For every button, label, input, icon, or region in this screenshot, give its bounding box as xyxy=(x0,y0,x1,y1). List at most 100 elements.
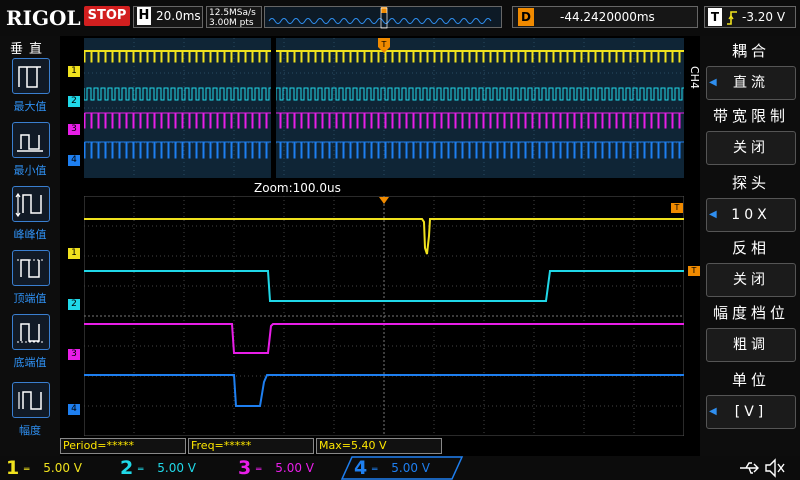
main-waveform-grid xyxy=(83,38,684,178)
menu-coupling-title: 耦合 xyxy=(731,42,770,60)
ch4-number[interactable]: 4 xyxy=(354,457,368,479)
dc-coupling-icon: ═ xyxy=(372,465,378,475)
menu-probe-value: 10X xyxy=(731,207,771,223)
menu-probe-title: 探头 xyxy=(731,174,770,192)
ch3-number[interactable]: 3 xyxy=(238,457,252,479)
overview-window xyxy=(380,7,388,29)
trigger-position-label: D xyxy=(518,8,534,26)
measure-amplitude-button[interactable] xyxy=(12,382,50,418)
ch2-main-marker[interactable]: 2 xyxy=(68,96,80,107)
top-waveform-icon xyxy=(17,259,43,278)
run-stop-button[interactable]: STOP xyxy=(84,6,130,26)
menu-volts-div-value: 粗调 xyxy=(733,337,769,353)
menu-coupling-button[interactable]: ◀ 直流 xyxy=(706,66,796,100)
channel-status-bar xyxy=(0,456,800,480)
memory-overview-bar[interactable] xyxy=(264,6,502,29)
ch2-scale-box[interactable]: ═ 5.00 V xyxy=(138,458,222,478)
base-waveform-icon xyxy=(17,323,43,343)
zoom-trigger-position-marker xyxy=(379,197,389,204)
overview-waveform xyxy=(268,7,492,29)
channel-menu-panel xyxy=(700,36,800,456)
menu-bw-limit-value: 关闭 xyxy=(733,140,769,156)
ch2-number[interactable]: 2 xyxy=(120,457,134,479)
trigger-position-value: -44.2420000ms xyxy=(560,10,655,24)
menu-invert-value: 关闭 xyxy=(733,272,769,288)
ch4-overview-trace xyxy=(83,141,684,159)
ch3-main-marker[interactable]: 3 xyxy=(68,124,80,135)
arrow-left-icon: ◀ xyxy=(709,406,717,417)
ch2-overview-trace xyxy=(83,87,684,101)
menu-unit-value: [V] xyxy=(734,404,768,420)
ch2-zoom-marker[interactable]: 2 xyxy=(68,299,80,310)
min-waveform-icon xyxy=(17,134,43,152)
ch2-scale: 5.00 V xyxy=(157,461,196,475)
measure-max-label: 最大值 xyxy=(13,100,47,113)
ch1-main-marker[interactable]: 1 xyxy=(68,66,80,77)
dc-coupling-icon: ═ xyxy=(24,465,30,475)
period-readout: Period=***** xyxy=(60,438,186,454)
menu-unit-button[interactable]: ◀ [V] xyxy=(706,395,796,429)
trigger-settings-box[interactable] xyxy=(704,6,796,28)
measure-min-button[interactable] xyxy=(12,122,50,158)
ch4-zoom-trace xyxy=(84,374,684,407)
measure-top-label: 顶端值 xyxy=(13,292,47,305)
measure-amplitude-label: 幅度 xyxy=(19,424,41,437)
trigger-level-marker[interactable]: T xyxy=(671,203,683,213)
measure-max-button[interactable] xyxy=(12,58,50,94)
menu-bw-limit-title: 带宽限制 xyxy=(712,107,789,125)
usb-icon xyxy=(740,462,759,474)
speaker-muted-icon[interactable] xyxy=(764,458,786,478)
measure-pk-pk-button[interactable] xyxy=(12,186,50,222)
trigger-level-value: -3.20 V xyxy=(742,10,786,24)
overview-trigger-marker xyxy=(381,7,387,13)
main-trigger-marker: T xyxy=(378,38,390,53)
rising-edge-icon xyxy=(727,11,737,25)
ch4-active-frame xyxy=(340,456,464,480)
ch4-scale-box[interactable]: ═ 5.00 V xyxy=(372,458,456,478)
zoom-waveform-grid xyxy=(83,195,685,437)
ch2-zoom-trace xyxy=(84,270,684,302)
memory-depth: 3.00M pts xyxy=(209,18,254,28)
menu-invert-button[interactable]: 关闭 xyxy=(706,263,796,297)
menu-coupling-value: 直流 xyxy=(733,75,769,91)
trigger-position-box[interactable] xyxy=(512,6,698,28)
measure-top-button[interactable] xyxy=(12,250,50,286)
ch1-number[interactable]: 1 xyxy=(6,457,20,479)
timebase-label: H xyxy=(137,7,151,25)
freq-readout: Freq=***** xyxy=(188,438,314,454)
max-waveform-icon xyxy=(18,66,41,88)
ch4-main-marker[interactable]: 4 xyxy=(68,155,80,166)
ch1-zoom-marker[interactable]: 1 xyxy=(68,248,80,259)
measure-base-label: 底端值 xyxy=(13,356,47,369)
menu-probe-button[interactable]: ◀ 10X xyxy=(706,198,796,232)
trigger-offset-marker[interactable]: T xyxy=(688,266,700,276)
peak-to-peak-waveform-icon xyxy=(15,192,42,218)
arrow-left-icon: ◀ xyxy=(709,77,717,88)
brand-logo: RIGOL xyxy=(6,6,81,30)
zoom-timebase-label: Zoom:100.0us xyxy=(254,181,341,195)
amplitude-waveform-icon xyxy=(18,391,42,410)
ch3-scale-box[interactable]: ═ 5.00 V xyxy=(256,458,340,478)
menu-volts-div-button[interactable]: 粗调 xyxy=(706,328,796,362)
ch3-zoom-marker[interactable]: 3 xyxy=(68,349,80,360)
ch1-zoom-trace xyxy=(84,218,684,255)
ch3-scale: 5.00 V xyxy=(275,461,314,475)
menu-volts-div-title: 幅度档位 xyxy=(712,304,789,322)
menu-bw-limit-button[interactable]: 关闭 xyxy=(706,131,796,165)
dc-coupling-icon: ═ xyxy=(256,465,262,475)
ch3-zoom-trace xyxy=(84,323,684,354)
trigger-label: T xyxy=(708,8,722,26)
arrow-left-icon: ◀ xyxy=(709,209,717,220)
measure-min-label: 最小值 xyxy=(13,164,47,177)
sample-rate: 12.5MSa/s xyxy=(209,8,256,18)
dc-coupling-icon: ═ xyxy=(138,465,144,475)
measure-base-button[interactable] xyxy=(12,314,50,350)
ch4-zoom-marker[interactable]: 4 xyxy=(68,404,80,415)
ch1-scale: 5.00 V xyxy=(43,461,82,475)
menu-channel-tag: CH4 xyxy=(688,66,701,89)
main-waveform-window[interactable] xyxy=(83,38,684,178)
ch1-scale-box[interactable]: ═ 5.00 V xyxy=(24,458,108,478)
zoom-waveform-window[interactable] xyxy=(83,195,685,437)
acquisition-info: 12.5MSa/s 3.00M pts xyxy=(206,6,262,28)
measure-panel-title: 垂直 xyxy=(10,42,49,57)
